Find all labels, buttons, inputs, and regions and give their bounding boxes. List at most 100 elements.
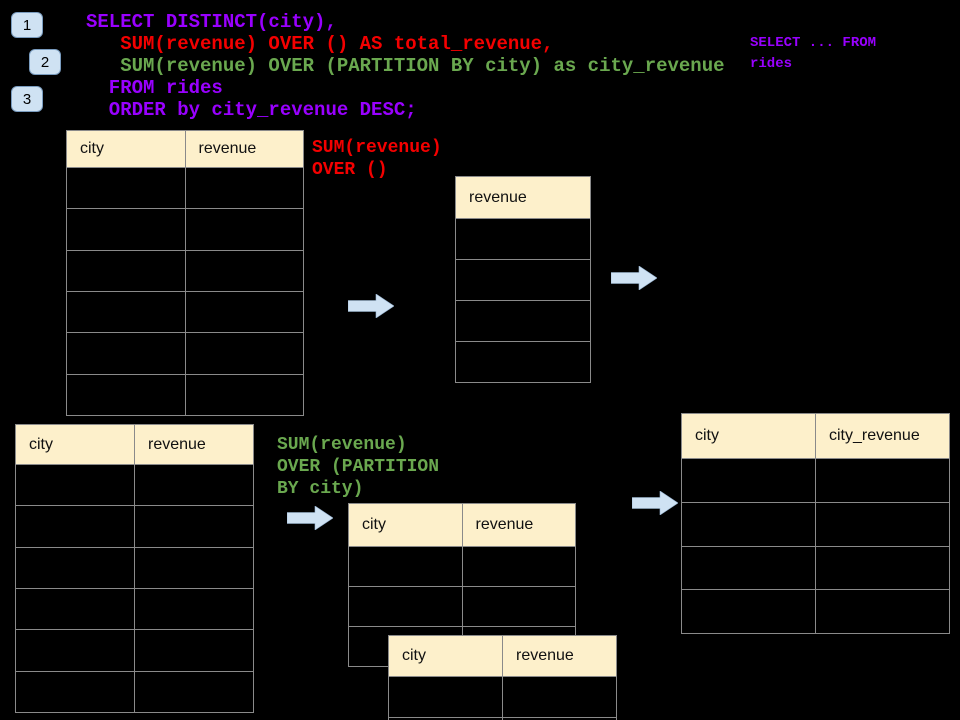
table-cell-empty (16, 547, 135, 588)
table-row (682, 502, 949, 547)
table-cell-empty (135, 671, 253, 712)
table-body (67, 168, 303, 415)
table-row (16, 547, 253, 589)
table-body (456, 219, 590, 382)
table-cell-empty (389, 677, 503, 717)
table-row (16, 465, 253, 507)
table-cell-empty (349, 547, 463, 586)
right-arrow-icon (611, 266, 657, 290)
table-row (456, 219, 590, 260)
table-cell-empty (456, 260, 590, 300)
column-header-revenue: revenue (516, 647, 574, 664)
table-header-row: city revenue (16, 425, 253, 465)
right-arrow-icon (287, 506, 333, 530)
column-header-city-revenue: city_revenue (829, 427, 920, 444)
table-partition-b: city revenue (388, 635, 617, 720)
table-cell-empty (816, 546, 949, 590)
table-header-row: city revenue (389, 636, 616, 677)
table-header-row: city city_revenue (682, 414, 949, 459)
table-row (16, 506, 253, 548)
table-cell-empty (185, 374, 303, 415)
table-row (682, 459, 949, 503)
sql-query-code: SELECT DISTINCT(city), SUM(revenue) OVER… (86, 11, 725, 121)
column-header-revenue: revenue (475, 516, 534, 533)
table-cell-empty (682, 459, 816, 502)
table-cell-empty (503, 677, 616, 717)
table-row (16, 588, 253, 631)
table-row (456, 342, 590, 382)
table-row (67, 291, 303, 334)
table-cell-empty (16, 506, 135, 547)
column-header-city: city (682, 414, 816, 458)
table-cell-empty (67, 333, 186, 374)
table-row (67, 333, 303, 375)
table-header-row: city revenue (349, 504, 575, 547)
column-header-city: city (16, 425, 135, 464)
table-source-top: city revenue (66, 130, 304, 416)
table-row (682, 590, 949, 633)
column-header-city: city (67, 131, 186, 167)
table-cell-empty (185, 250, 303, 291)
table-row (349, 587, 575, 627)
table-cell-empty (67, 250, 186, 291)
table-partition-a: city revenue (348, 503, 576, 667)
table-cell-empty (682, 546, 816, 590)
table-row (67, 374, 303, 415)
table-cell-empty (135, 506, 253, 547)
table-cell-empty (135, 630, 253, 671)
table-cell-empty (456, 342, 590, 382)
table-cell-empty (816, 502, 949, 546)
table-row (16, 630, 253, 672)
table-row (349, 547, 575, 587)
sum-over-label: SUM(revenue)OVER () (312, 138, 442, 180)
table-cell-empty (16, 588, 135, 630)
table-row (67, 168, 303, 210)
column-header-revenue: revenue (148, 435, 206, 453)
table-cell-empty (185, 168, 303, 209)
table-row (456, 301, 590, 342)
table-cell-empty (16, 465, 135, 506)
table-cell-empty (389, 718, 503, 720)
table-cell-empty (682, 590, 816, 633)
table-cell-empty (349, 587, 463, 626)
table-cell-empty (67, 168, 186, 209)
column-header-revenue: revenue (469, 188, 527, 206)
table-source-bottom: city revenue (15, 424, 254, 713)
table-body (389, 677, 616, 720)
table-cell-empty (135, 547, 253, 588)
table-cell-empty (16, 630, 135, 671)
table-city-revenue-result: city city_revenue (681, 413, 950, 634)
table-cell-empty (816, 459, 949, 502)
table-body (682, 459, 949, 633)
table-row (456, 260, 590, 301)
table-row (67, 209, 303, 251)
table-row (389, 677, 616, 718)
table-cell-empty (682, 502, 816, 546)
step-badge-3: 3 (11, 86, 43, 112)
table-cell-empty (185, 333, 303, 374)
table-total-revenue: revenue (455, 176, 591, 383)
step-badge-1: 1 (11, 12, 43, 38)
table-cell-empty (16, 671, 135, 712)
table-cell-empty (462, 547, 575, 586)
table-cell-empty (456, 301, 590, 341)
table-cell-empty (67, 291, 186, 333)
table-cell-empty (185, 291, 303, 333)
table-cell-empty (185, 209, 303, 250)
table-header-row: revenue (456, 177, 590, 219)
table-row (682, 546, 949, 591)
table-cell-empty (135, 588, 253, 630)
right-arrow-icon (632, 491, 678, 515)
table-cell-empty (67, 209, 186, 250)
table-cell-empty (503, 718, 616, 720)
table-row (67, 250, 303, 292)
table-row (16, 671, 253, 712)
table-cell-empty (462, 587, 575, 626)
table-body (16, 465, 253, 712)
table-row (389, 718, 616, 720)
column-header-city: city (349, 504, 463, 546)
table-cell-empty (67, 374, 186, 415)
